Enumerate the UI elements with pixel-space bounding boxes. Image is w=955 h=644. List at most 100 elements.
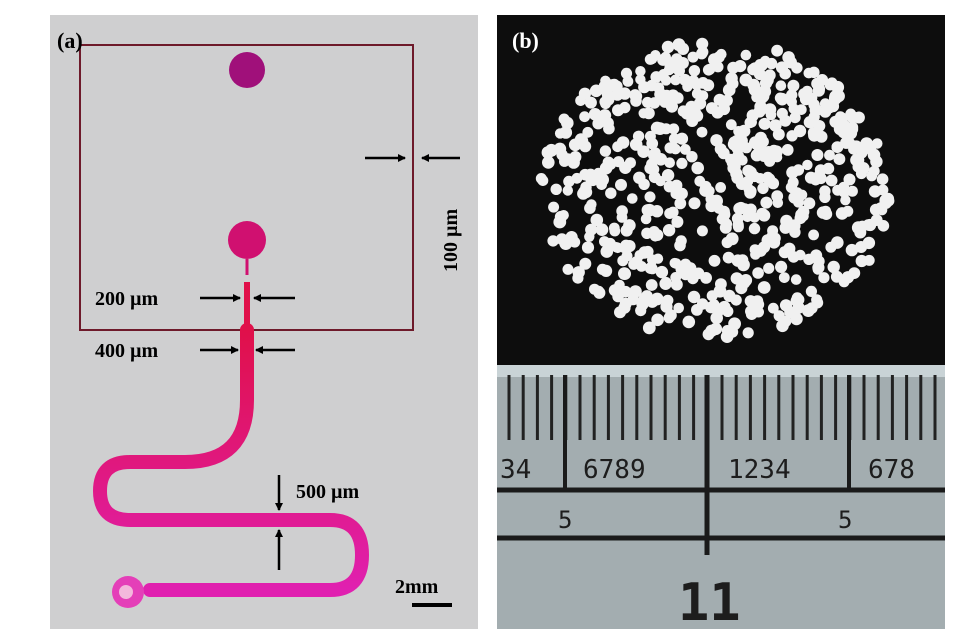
bead [584,231,595,242]
bead [763,262,775,274]
bead [780,214,793,228]
bead [562,185,573,196]
bead [749,244,761,256]
bead [789,226,801,238]
bead [779,114,792,127]
bead [868,185,882,198]
bead [816,206,830,219]
bead [671,215,684,228]
bead [687,290,701,304]
bead [650,71,663,83]
bead [816,74,829,86]
bead [635,74,646,85]
bead [767,236,781,249]
bead [735,282,748,295]
bead [833,153,846,166]
bead [641,290,653,302]
bead [550,183,562,195]
bead [758,85,772,98]
bead [846,111,859,124]
bead [807,127,819,139]
bead [662,224,676,237]
bead [620,239,632,251]
bead [742,175,754,187]
bead [661,40,675,54]
bead [651,313,664,327]
bead [601,85,613,97]
bead [661,169,675,182]
bead [663,64,675,76]
bead [645,79,658,92]
bead [758,241,771,254]
bead [795,208,807,221]
bead [663,180,676,193]
bead [676,42,690,56]
bead [660,300,673,313]
bead [650,292,664,306]
bead [745,305,757,318]
bead [572,272,584,284]
bead [651,229,664,241]
bead [784,306,797,319]
bead [635,305,647,317]
bead [697,46,709,58]
bead [803,116,817,129]
bead [712,61,724,73]
bead [788,103,800,115]
bead [677,105,690,117]
bead [605,187,617,199]
bead [619,297,632,310]
bead [655,265,669,279]
bead [827,260,840,274]
bead [730,294,742,306]
bead [825,174,838,187]
panel-a-label: (a) [57,28,83,53]
bead [771,190,784,203]
bead [688,197,701,210]
ruler-half-mark: 5 [558,506,572,534]
bead [759,146,771,159]
bead [649,147,661,159]
bead [790,294,803,308]
bead [674,239,686,252]
bead [659,95,672,108]
mixing-reservoir [228,221,266,259]
bead [687,51,699,63]
bead [774,92,786,104]
bead [599,236,610,247]
bead [580,186,593,199]
bead [725,153,736,165]
bead [579,257,592,270]
bead [633,171,646,184]
bead [642,107,655,120]
bead [793,196,804,208]
bead [763,69,776,82]
bead [684,262,697,275]
bead [786,89,798,101]
bead [644,162,656,175]
bead [811,149,824,161]
bead [548,201,560,213]
bead [620,224,633,237]
bead [840,195,851,206]
bead [635,66,646,77]
bead [727,61,740,74]
bead [778,272,790,283]
bead [767,302,779,314]
bead [642,96,653,108]
bead [612,290,624,303]
bead [845,243,859,257]
bead [589,283,600,295]
bead [815,172,827,185]
bead [618,87,631,100]
ruler-half-mark: 5 [838,506,852,534]
bead [571,172,583,184]
bead [867,148,881,162]
bead [715,182,726,193]
bead [760,196,773,209]
bead [691,304,703,316]
bead [786,130,798,142]
bead [541,146,555,159]
bead [826,100,840,113]
bead [781,144,794,156]
